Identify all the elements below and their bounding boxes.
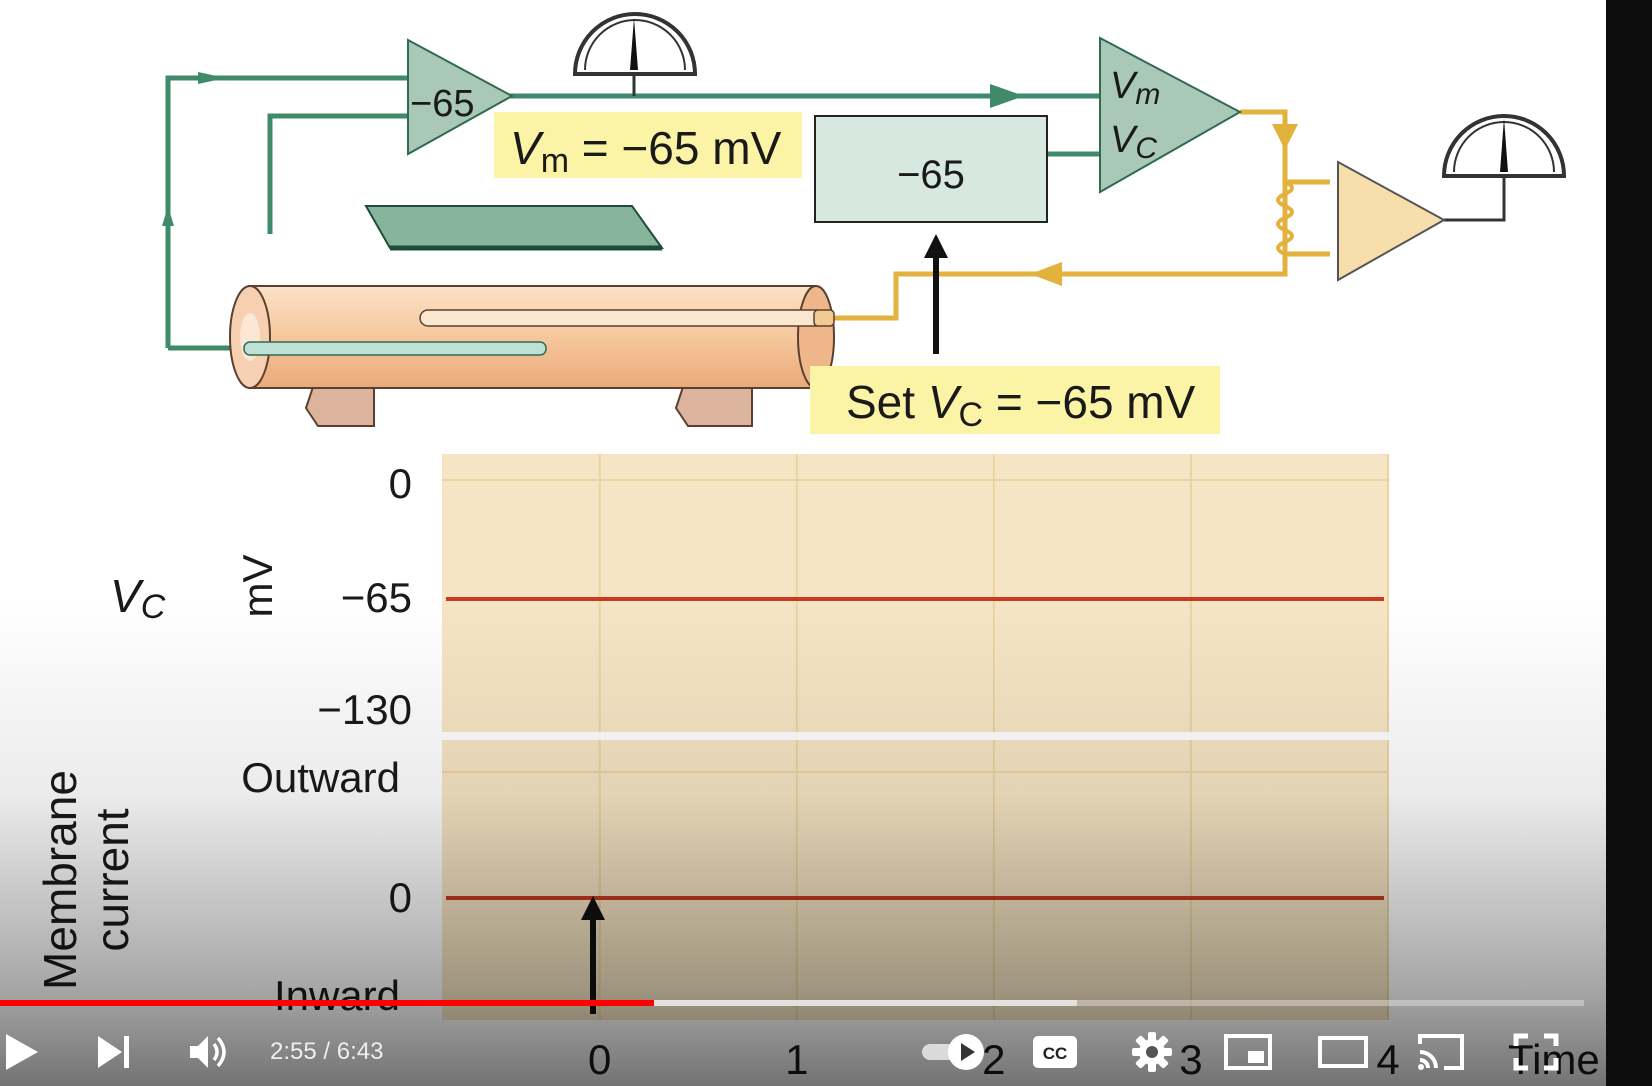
comparator-amplifier: Vm VC (1099, 36, 1243, 194)
svg-text:Set VC = −65 mV: Set VC = −65 mV (846, 376, 1196, 434)
arrow-icon (1030, 262, 1062, 286)
progress-played (0, 1000, 654, 1006)
arrow-icon (198, 72, 226, 84)
command-value: −65 (897, 153, 965, 197)
arrow-icon (162, 206, 174, 226)
voltmeter-icon (572, 12, 698, 96)
current-tick-zero: 0 (389, 874, 412, 921)
time-separator: / (316, 1038, 337, 1065)
arrow-icon (1272, 124, 1298, 150)
play-button[interactable] (0, 1026, 44, 1078)
current-amplifier (1337, 160, 1447, 282)
current-tick-outward: Outward (241, 754, 400, 801)
current-tick-inward: Inward (274, 972, 400, 1019)
ammeter-icon (1441, 114, 1567, 222)
time-display: 2:55 / 6:43 (270, 1036, 383, 1068)
voltage-clamp-charts: VC mV Membrane current 0 −65 −130 Outwar… (34, 454, 1652, 1083)
command-box: −65 (814, 115, 1048, 223)
vc-unit-label: mV (234, 555, 281, 618)
set-vc-label: Set VC = −65 mV (810, 366, 1220, 434)
next-icon (98, 1036, 129, 1068)
svg-text:Vm = −65 mV: Vm = −65 mV (510, 122, 782, 180)
video-letterbox (1606, 0, 1652, 1086)
progress-bar[interactable] (0, 1000, 1584, 1006)
fullscreen-icon (1513, 1033, 1559, 1071)
vc-tick-1: −65 (341, 574, 412, 621)
autoplay-toggle-icon (922, 1034, 984, 1070)
miniplayer-button[interactable] (1222, 1026, 1274, 1078)
current-plot-area (442, 740, 1388, 1020)
play-icon (6, 1034, 38, 1070)
cast-button[interactable] (1414, 1026, 1468, 1078)
vc-plot-area (442, 454, 1388, 732)
svg-text:VC: VC (1110, 119, 1157, 165)
vm-label: Vm = −65 mV (494, 112, 802, 180)
squid-axon (229, 285, 835, 427)
next-button[interactable] (92, 1026, 136, 1078)
autoplay-toggle[interactable] (918, 1026, 990, 1078)
player-controls: CC (0, 1020, 1606, 1086)
subtitles-icon: CC (1033, 1036, 1077, 1068)
holding-amplifier: −65 (407, 38, 515, 156)
current-label-line1: Membrane (34, 770, 86, 990)
fullscreen-button[interactable] (1510, 1026, 1562, 1078)
vc-row-label: VC (110, 570, 166, 626)
volume-icon (190, 1036, 226, 1068)
theater-mode-icon (1318, 1036, 1368, 1068)
vc-tick-0: 0 (389, 460, 412, 507)
theater-mode-button[interactable] (1316, 1026, 1370, 1078)
current-label-line2: current (86, 808, 138, 951)
vc-tick-2: −130 (317, 686, 412, 733)
voltage-clamp-circuit: −65 Vm VC −65 (162, 12, 1567, 434)
duration: 6:43 (336, 1038, 384, 1065)
arrow-icon (924, 234, 948, 258)
cast-icon (1418, 1034, 1464, 1070)
comparator-vm: V (1110, 65, 1139, 107)
svg-text:Vm: Vm (1110, 65, 1160, 111)
subtitles-button[interactable]: CC (1030, 1026, 1080, 1078)
current-time: 2:55 (270, 1038, 317, 1065)
comparator-vc: V (1110, 119, 1139, 161)
miniplayer-icon (1224, 1034, 1272, 1070)
amplifier-value: −65 (410, 83, 474, 125)
arrow-icon (990, 84, 1024, 108)
settings-gear-icon (1132, 1032, 1172, 1072)
bath-electrode (364, 205, 664, 249)
settings-button[interactable] (1128, 1026, 1176, 1078)
svg-text:CC: CC (1043, 1044, 1068, 1063)
volume-button[interactable] (184, 1026, 234, 1078)
